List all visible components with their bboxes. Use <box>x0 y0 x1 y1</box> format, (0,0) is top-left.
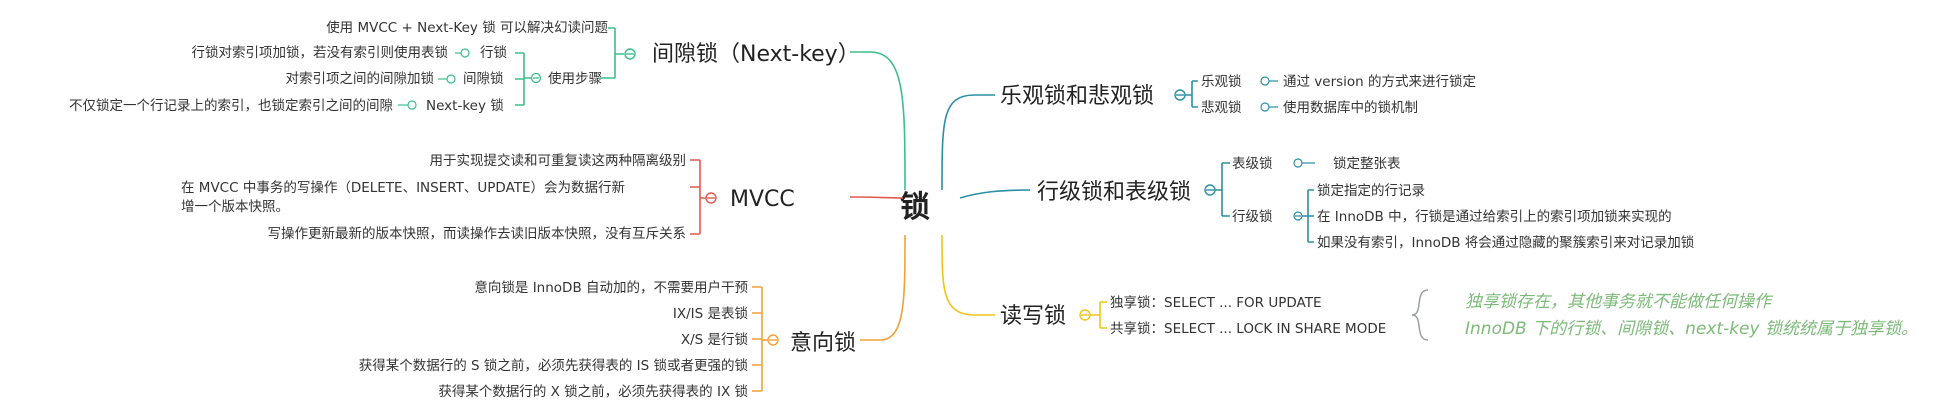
rowtable-title[interactable]: 行级锁和表级锁 <box>1037 180 1191 205</box>
intent-leaf-s-lock[interactable]: 获得某个数据行的 S 锁之前，必须先获得表的 IS 锁或者更强的锁 <box>359 357 748 374</box>
mvcc-title[interactable]: MVCC <box>730 187 795 212</box>
gap-leaf-mvcc-nextkey[interactable]: 使用 MVCC + Next-Key 锁 可以解决幻读问题 <box>326 19 608 36</box>
intent-lock-title[interactable]: 意向锁 <box>790 331 856 356</box>
branch-intent-lock: 意向锁 意向锁是 InnoDB 自动加的，不需要用户干预 IX/IS 是表锁 X… <box>359 234 906 400</box>
branch-gap-lock: 间隙锁（Next-key） 使用 MVCC + Next-Key 锁 可以解决幻… <box>69 19 906 191</box>
rw-note-2[interactable]: InnoDB 下的行锁、间隙锁、next-key 锁统统属于独享锁。 <box>1465 319 1918 339</box>
optimistic-leaf-icon <box>1260 76 1270 86</box>
rw-summary-brace <box>1411 289 1429 341</box>
mvcc-leaf-write-line1[interactable]: 在 MVCC 中事务的写操作（DELETE、INSERT、UPDATE）会为数据… <box>181 180 625 196</box>
gap-step-nextkey-label[interactable]: Next-key 锁 <box>426 98 504 114</box>
connector-rowtable-main <box>959 189 1031 199</box>
connector-rw-main <box>941 234 995 316</box>
branch-read-write-lock: 读写锁 独享锁：SELECT ... FOR UPDATE 共享锁：SELECT… <box>941 234 1918 341</box>
gap-lock-title[interactable]: 间隙锁（Next-key） <box>652 42 860 67</box>
connector-gap-steps <box>515 52 531 106</box>
table-lock-label[interactable]: 表级锁 <box>1232 156 1273 172</box>
gap-step-nextkey-desc[interactable]: 不仅锁定一个行记录上的索引，也锁定索引之间的间隙 <box>69 98 393 114</box>
gap-step-row-icon <box>460 48 470 58</box>
table-lock-desc[interactable]: 锁定整张表 <box>1333 156 1401 172</box>
center-topic[interactable]: 锁 <box>900 190 930 225</box>
optimistic-title[interactable]: 乐观锁和悲观锁 <box>1000 84 1154 109</box>
connector-rw-children <box>1090 301 1107 329</box>
branch-mvcc: MVCC 用于实现提交读和可重复读这两种隔离级别 在 MVCC 中事务的写操作（… <box>181 152 904 242</box>
pessimistic-leaf-icon <box>1260 102 1270 112</box>
mvcc-leaf-read-write[interactable]: 写操作更新最新的版本快照，而读操作去读旧版本快照，没有互斥关系 <box>268 226 687 242</box>
row-lock-desc-2[interactable]: 在 InnoDB 中，行锁是通过给索引上的索引项加锁来实现的 <box>1317 209 1672 225</box>
gap-step-gap-icon <box>446 74 456 84</box>
intent-leaf-x-s[interactable]: X/S 是行锁 <box>681 332 748 348</box>
rw-exclusive[interactable]: 独享锁：SELECT ... FOR UPDATE <box>1110 294 1322 311</box>
pessimistic-label[interactable]: 悲观锁 <box>1201 99 1242 116</box>
gap-step-gap-label[interactable]: 间隙锁 <box>463 71 504 87</box>
rw-note-1[interactable]: 独享锁存在，其他事务就不能做任何操作 <box>1465 292 1774 312</box>
table-lock-icon <box>1293 158 1303 168</box>
gap-step-nextkey-icon <box>407 100 417 110</box>
branch-row-table-lock: 行级锁和表级锁 表级锁 锁定整张表 行级锁 锁定指定的行记录 在 InnoDB … <box>959 156 1694 251</box>
connector-intent-main <box>860 234 906 341</box>
branch-optimistic-pessimistic: 乐观锁和悲观锁 乐观锁 通过 version 的方式来进行锁定 悲观锁 使用数据… <box>941 74 1476 191</box>
connector-mvcc-main <box>849 196 904 199</box>
connector-intent-children <box>752 286 768 392</box>
optimistic-desc[interactable]: 通过 version 的方式来进行锁定 <box>1283 74 1476 90</box>
connector-gap-main <box>850 51 906 191</box>
optimistic-label[interactable]: 乐观锁 <box>1201 74 1242 90</box>
row-lock-desc-1[interactable]: 锁定指定的行记录 <box>1317 183 1425 199</box>
rw-title[interactable]: 读写锁 <box>1000 304 1066 329</box>
gap-step-row-label[interactable]: 行锁 <box>480 45 507 61</box>
row-lock-desc-3[interactable]: 如果没有索引，InnoDB 将会通过隐藏的聚簇索引来对记录加锁 <box>1317 235 1694 251</box>
intent-leaf-auto[interactable]: 意向锁是 InnoDB 自动加的，不需要用户干预 <box>474 279 748 296</box>
rw-shared[interactable]: 共享锁：SELECT ... LOCK IN SHARE MODE <box>1110 320 1386 337</box>
connector-row-lock-children <box>1302 189 1314 243</box>
gap-step-row-desc[interactable]: 行锁对索引项加锁，若没有索引则使用表锁 <box>192 44 449 61</box>
intent-leaf-ix-is[interactable]: IX/IS 是表锁 <box>673 306 748 322</box>
connector-rowtable-children <box>1215 162 1230 217</box>
connector-optimistic-main <box>941 94 995 191</box>
intent-leaf-x-lock[interactable]: 获得某个数据行的 X 锁之前，必须先获得表的 IX 锁 <box>438 383 748 400</box>
gap-step-gap-desc[interactable]: 对索引项之间的间隙加锁 <box>286 71 435 87</box>
connector-gap-children <box>600 27 624 79</box>
pessimistic-desc[interactable]: 使用数据库中的锁机制 <box>1283 99 1418 116</box>
mvcc-leaf-write-line2[interactable]: 增一个版本快照。 <box>181 199 289 215</box>
gap-steps-label[interactable]: 使用步骤 <box>548 70 602 87</box>
connector-optimistic-children <box>1185 80 1198 108</box>
mvcc-leaf-isolation[interactable]: 用于实现提交读和可重复读这两种隔离级别 <box>430 152 687 169</box>
row-lock-label[interactable]: 行级锁 <box>1232 209 1273 225</box>
connector-mvcc-children <box>690 159 706 235</box>
